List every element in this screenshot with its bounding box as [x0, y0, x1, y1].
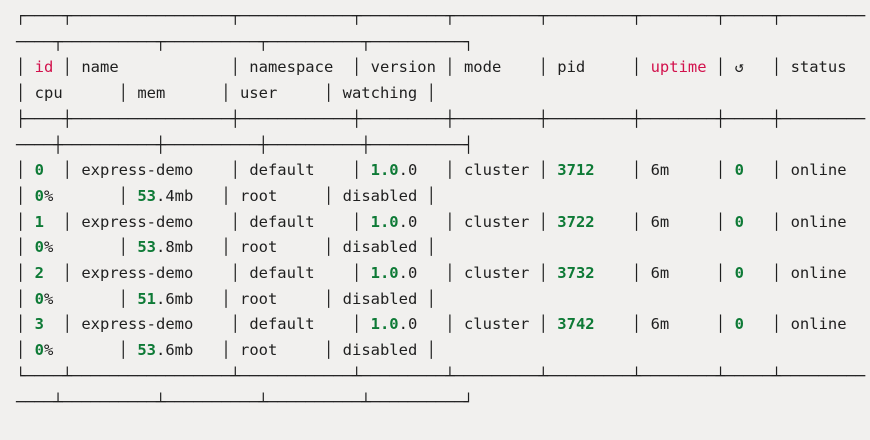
terminal-line: │ 0% │ 53.8mb │ root │ disabled │	[16, 238, 436, 257]
terminal-line: │ 0% │ 53.4mb │ root │ disabled │	[16, 186, 436, 205]
terminal-line: │ 0% │ 51.6mb │ root │ disabled │	[16, 289, 436, 308]
terminal-line: └────┴─────────────────┴────────────┴───…	[16, 366, 866, 385]
terminal-line: │ 3 │ express-demo │ default │ 1.0.0 │ c…	[16, 315, 847, 334]
terminal-line: │ 0% │ 53.6mb │ root │ disabled │	[16, 341, 436, 360]
terminal-line: │ cpu │ mem │ user │ watching │	[16, 84, 436, 103]
terminal-line: ┌────┬─────────────────┬────────────┬───…	[16, 7, 866, 25]
terminal-window: ┌────┬─────────────────┬────────────┬───…	[16, 7, 866, 411]
terminal-line: ────┬──────────┬──────────┬──────────┬──…	[16, 32, 474, 51]
terminal-line: │ 2 │ express-demo │ default │ 1.0.0 │ c…	[16, 264, 847, 283]
terminal-output: ┌────┬─────────────────┬────────────┬───…	[16, 7, 866, 411]
terminal-line: │ 0 │ express-demo │ default │ 1.0.0 │ c…	[16, 161, 847, 180]
terminal-line: ────┴──────────┴──────────┴──────────┴──…	[16, 392, 474, 411]
terminal-line: │ 1 │ express-demo │ default │ 1.0.0 │ c…	[16, 212, 847, 231]
terminal-line: ├────┼─────────────────┼────────────┼───…	[16, 109, 866, 128]
terminal-line: ────┼──────────┼──────────┼──────────┼──…	[16, 135, 474, 154]
terminal-line: │ id │ name │ namespace │ version │ mode…	[16, 58, 847, 77]
